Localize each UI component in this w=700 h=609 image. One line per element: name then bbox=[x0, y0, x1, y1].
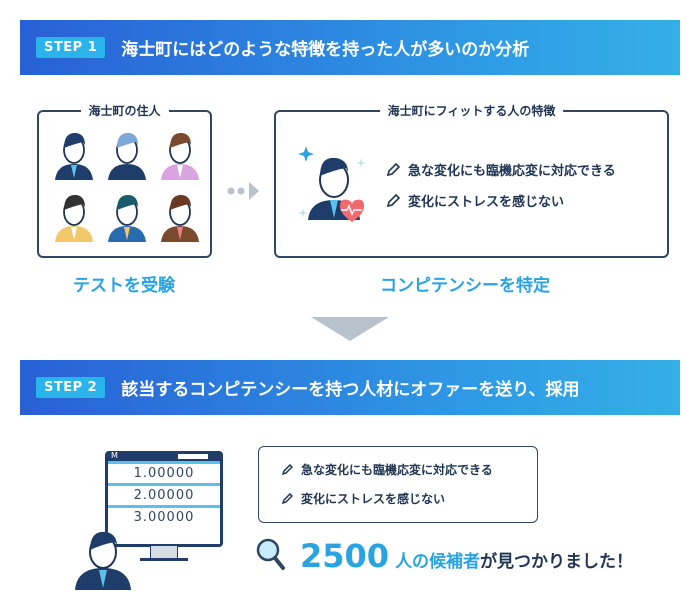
score-row: 3.00000 bbox=[108, 505, 220, 527]
trait-item: 急な変化にも臨機応変に対応できる bbox=[281, 461, 537, 478]
score-row: 2.00000 bbox=[108, 483, 220, 505]
step2-banner: STEP 2 該当するコンピテンシーを持つ人材にオファーを送り、採用 bbox=[20, 360, 680, 415]
trait-text: 急な変化にも臨機応変に対応できる bbox=[408, 164, 616, 179]
trait-text: 変化にストレスを感じない bbox=[408, 195, 565, 210]
resident-avatar bbox=[106, 130, 148, 184]
result-rest: が見つかりました！ bbox=[480, 552, 634, 572]
resident-avatar bbox=[159, 192, 201, 246]
residents-box: 海士町の住人 bbox=[37, 102, 212, 258]
arrow-down-icon bbox=[311, 317, 389, 341]
resident-avatar bbox=[106, 192, 148, 246]
recruiter-icon bbox=[75, 531, 131, 590]
step1-badge: STEP 1 bbox=[36, 37, 106, 58]
step2-badge: STEP 2 bbox=[36, 377, 106, 398]
trait-text: 急な変化にも臨機応変に対応できる bbox=[301, 463, 493, 477]
trait-item: 変化にストレスを感じない bbox=[281, 490, 537, 507]
trait-item: 急な変化にも臨機応変に対応できる bbox=[386, 160, 616, 179]
resident-avatar bbox=[53, 130, 95, 184]
pencil-icon bbox=[386, 193, 400, 207]
score-value: 3.00000 bbox=[133, 510, 195, 525]
resident-avatar bbox=[159, 130, 201, 184]
result-highlight: 候補者 bbox=[429, 552, 481, 572]
step1-title: 海士町にはどのような特徴を持った人が多いのか分析 bbox=[121, 40, 530, 60]
fit-traits: 急な変化にも臨機応変に対応できる 変化にストレスを感じない bbox=[386, 160, 616, 222]
fit-caption: コンピテンシーを特定 bbox=[380, 276, 550, 296]
result-text: 2500 人の 候補者 が見つかりました！ bbox=[300, 537, 633, 575]
residents-caption: テストを受験 bbox=[73, 276, 175, 296]
trait-item: 変化にストレスを感じない bbox=[386, 191, 616, 210]
monitor-bar bbox=[178, 454, 208, 459]
pencil-icon bbox=[281, 463, 293, 475]
arrow-right-icon bbox=[227, 182, 259, 200]
fit-title: 海士町にフィットする人の特徴 bbox=[379, 102, 564, 119]
trait-text: 変化にストレスを感じない bbox=[301, 492, 446, 506]
fit-box: 海士町にフィットする人の特徴 急な変化にも臨機応変に対応できる 変化にストレスを… bbox=[274, 102, 669, 258]
pencil-icon bbox=[386, 162, 400, 176]
resident-avatar bbox=[53, 192, 95, 246]
magnifier-icon bbox=[256, 538, 285, 570]
score-value: 2.00000 bbox=[133, 488, 195, 503]
candidate-count: 2500 bbox=[300, 537, 390, 575]
monitor-base bbox=[140, 558, 188, 561]
residents-title: 海士町の住人 bbox=[80, 102, 169, 119]
step1-banner: STEP 1 海士町にはどのような特徴を持った人が多いのか分析 bbox=[20, 20, 680, 75]
score-row: 1.00000 bbox=[108, 461, 220, 483]
monitor-logo: M bbox=[111, 451, 118, 460]
ideal-person-icon bbox=[298, 146, 366, 222]
pencil-icon bbox=[281, 492, 293, 504]
result-unit: 人の bbox=[395, 552, 430, 572]
step2-title: 該当するコンピテンシーを持つ人材にオファーを送り、採用 bbox=[121, 380, 580, 400]
traits-bubble: 急な変化にも臨機応変に対応できる 変化にストレスを感じない bbox=[258, 446, 538, 523]
monitor: M 1.00000 2.00000 3.00000 bbox=[105, 451, 223, 547]
score-value: 1.00000 bbox=[133, 466, 195, 481]
